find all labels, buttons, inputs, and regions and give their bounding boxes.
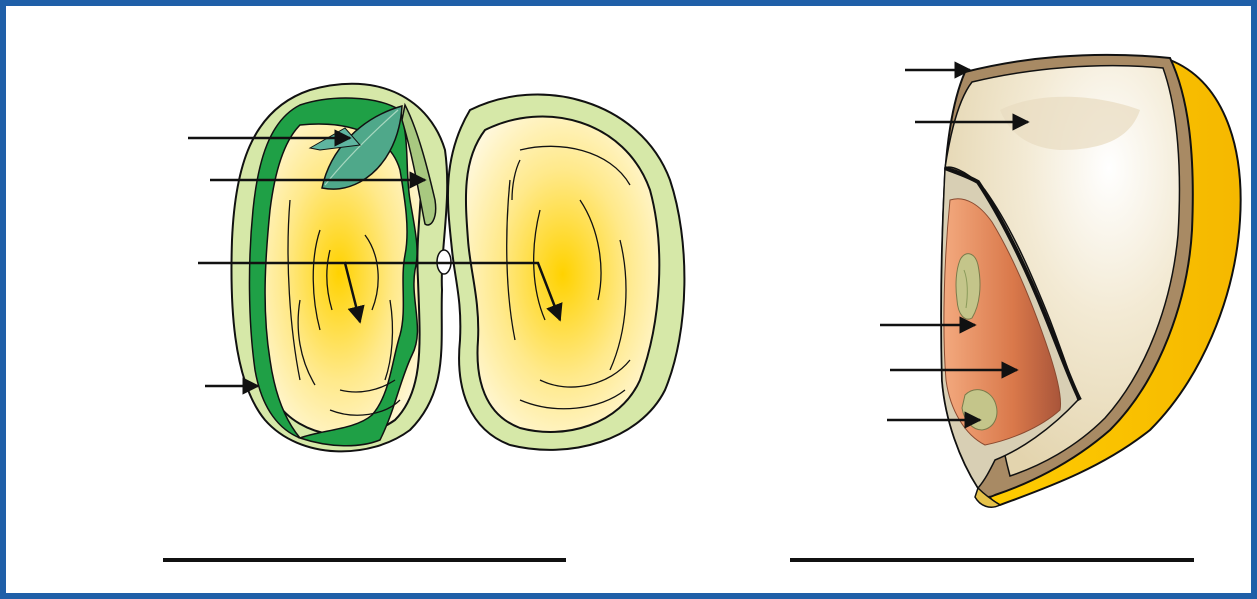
bean-cotyledon-right bbox=[466, 117, 659, 432]
corn-plumule bbox=[956, 254, 980, 319]
